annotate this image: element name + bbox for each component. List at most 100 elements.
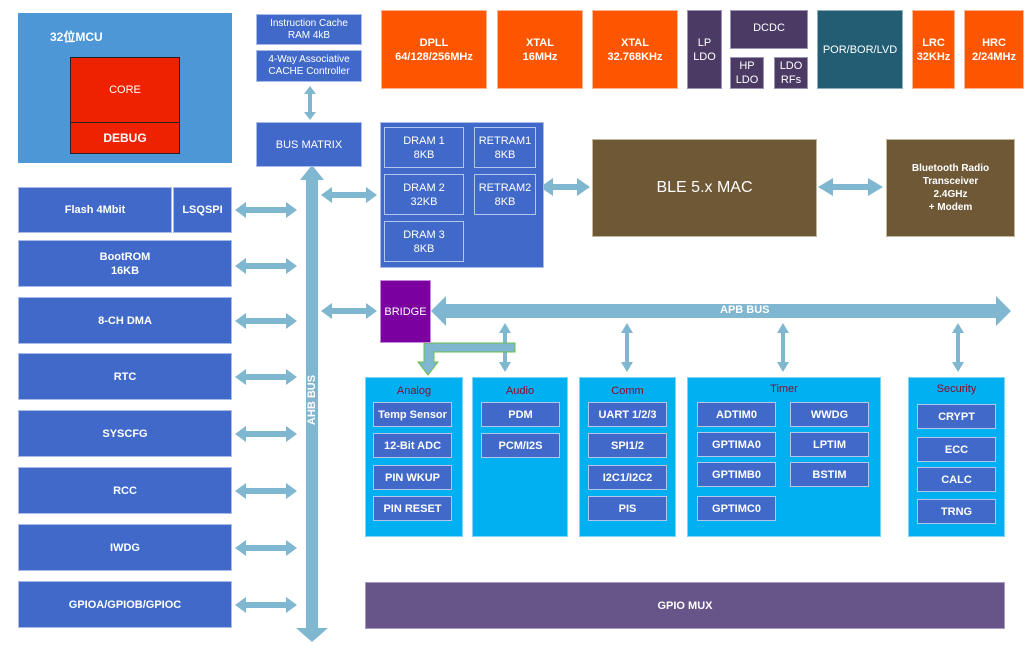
- ahb-bus-arrow: [296, 165, 328, 642]
- hrc-label: HRC 2/24MHz: [971, 36, 1017, 63]
- dcdc-block: DCDC: [730, 10, 808, 49]
- audio-title: Audio: [505, 385, 535, 397]
- xtal-16mhz-block: XTAL 16MHz: [497, 10, 583, 89]
- retram1-block: RETRAM1 8KB: [474, 127, 536, 168]
- rtc-block: RTC: [18, 353, 232, 400]
- ahb-bus-label: AHB BUS: [306, 374, 318, 426]
- rcc-ahb-arrow: [235, 483, 297, 499]
- syscfg-block: SYSCFG: [18, 410, 232, 457]
- timer-item: GPTIMA0: [697, 432, 776, 457]
- timer-item: GPTIMB0: [697, 462, 776, 487]
- dpll-block: DPLL 64/128/256MHz: [381, 10, 487, 89]
- lp-ldo-block: LP LDO: [687, 10, 722, 89]
- security-item: ECC: [917, 437, 996, 462]
- analog-item: PIN RESET: [373, 496, 452, 521]
- dram2-block: DRAM 2 32KB: [384, 174, 464, 215]
- rtc-label: RTC: [113, 370, 137, 383]
- xtal-32khz-block: XTAL 32.768KHz: [592, 10, 678, 89]
- ahb-bridge-arrow: [321, 303, 377, 319]
- comm-title: Comm: [611, 385, 644, 397]
- comm-item: PIS: [588, 496, 667, 521]
- apb-security-arrow: [952, 323, 964, 372]
- instruction-cache-block: Instruction Cache RAM 4kB: [256, 14, 362, 45]
- bootrom-ahb-arrow: [235, 258, 297, 274]
- memory-ble-arrow: [540, 178, 590, 196]
- instruction-cache-label: Instruction Cache RAM 4kB: [270, 17, 348, 41]
- bluetooth-radio-label: Bluetooth Radio Transceiver 2.4GHz + Mod…: [911, 163, 990, 213]
- security-item: CALC: [917, 467, 996, 492]
- gpio-label: GPIOA/GPIOB/GPIOC: [68, 598, 182, 611]
- dram3-block: DRAM 3 8KB: [384, 221, 464, 262]
- apb-comm-arrow: [621, 323, 633, 372]
- lsqspi-block: LSQSPI: [173, 187, 232, 233]
- audio-item: PDM: [481, 402, 560, 427]
- bus-matrix-block: BUS MATRIX: [256, 122, 362, 167]
- analog-item: Temp Sensor: [373, 402, 452, 427]
- bridge-analog-arrow: [416, 342, 516, 376]
- debug-label: DEBUG: [103, 131, 147, 145]
- ldo-rfs-block: LDO RFs: [774, 57, 808, 89]
- timer-item: ADTIM0: [697, 402, 776, 427]
- bootrom-block: BootROM 16KB: [18, 240, 232, 287]
- gpio-mux-block: GPIO MUX: [365, 582, 1005, 629]
- syscfg-ahb-arrow: [235, 426, 297, 442]
- security-item: TRNG: [917, 499, 996, 524]
- apb-bus-arrow: [431, 296, 1011, 326]
- rtc-ahb-arrow: [235, 369, 297, 385]
- ldo-rfs-label: LDO RFs: [779, 60, 803, 86]
- lrc-label: LRC 32KHz: [916, 36, 951, 63]
- timer-item: WWDG: [790, 402, 869, 427]
- por-bor-lvd-label: POR/BOR/LVD: [822, 43, 898, 56]
- dma-block: 8-CH DMA: [18, 297, 232, 344]
- dram2-label: DRAM 2 32KB: [403, 181, 445, 208]
- dram3-label: DRAM 3 8KB: [403, 228, 445, 255]
- gpio-ahb-arrow: [235, 597, 297, 613]
- iwdg-label: IWDG: [110, 541, 140, 554]
- ble-mac-block: BLE 5.x MAC: [592, 139, 817, 237]
- retram2-block: RETRAM2 8KB: [474, 174, 536, 215]
- syscfg-label: SYSCFG: [102, 427, 148, 440]
- comm-item: I2C1/I2C2: [588, 465, 667, 490]
- iwdg-ahb-arrow: [235, 540, 297, 556]
- xtal-32khz-label: XTAL 32.768KHz: [607, 36, 663, 63]
- comm-item: UART 1/2/3: [588, 402, 667, 427]
- analog-item: 12-Bit ADC: [373, 433, 452, 458]
- apb-timer-arrow: [777, 323, 789, 372]
- dpll-label: DPLL 64/128/256MHz: [395, 36, 473, 63]
- analog-title: Analog: [396, 385, 432, 397]
- core-block: CORE: [70, 57, 180, 123]
- por-bor-lvd-block: POR/BOR/LVD: [817, 10, 903, 89]
- dma-label: 8-CH DMA: [98, 314, 152, 327]
- dcdc-label: DCDC: [753, 22, 785, 34]
- retram1-label: RETRAM1 8KB: [478, 134, 532, 161]
- bridge-block: BRIDGE: [380, 280, 431, 343]
- security-item: CRYPT: [917, 404, 996, 429]
- rcc-block: RCC: [18, 467, 232, 514]
- flash-label: Flash 4Mbit: [64, 204, 126, 216]
- analog-item: PIN WKUP: [373, 465, 452, 490]
- hp-ldo-label: HP LDO: [735, 60, 759, 86]
- cache-controller-label: 4-Way Associative CACHE Controller: [268, 54, 350, 77]
- timer-item: LPTIM: [790, 432, 869, 457]
- bluetooth-radio-block: Bluetooth Radio Transceiver 2.4GHz + Mod…: [886, 139, 1015, 237]
- cache-controller-block: 4-Way Associative CACHE Controller: [256, 50, 362, 82]
- mcu-title: 32位MCU: [50, 30, 103, 44]
- apb-bus-label: APB BUS: [720, 304, 770, 316]
- comm-item: SPI1/2: [588, 433, 667, 458]
- gpio-block: GPIOA/GPIOB/GPIOC: [18, 581, 232, 628]
- gpio-mux-label: GPIO MUX: [657, 599, 713, 612]
- lrc-block: LRC 32KHz: [912, 10, 955, 89]
- lp-ldo-label: LP LDO: [693, 36, 716, 63]
- debug-block: DEBUG: [70, 122, 180, 154]
- bridge-label: BRIDGE: [384, 305, 427, 318]
- hp-ldo-block: HP LDO: [730, 57, 764, 89]
- lsqspi-label: LSQSPI: [182, 204, 223, 216]
- rcc-label: RCC: [113, 484, 137, 497]
- timer-item: GPTIMC0: [697, 496, 776, 521]
- flash-block: Flash 4Mbit: [18, 187, 172, 233]
- core-label: CORE: [109, 84, 141, 96]
- ahb-memory-arrow: [321, 187, 377, 203]
- retram2-label: RETRAM2 8KB: [478, 181, 532, 208]
- dma-ahb-arrow: [235, 313, 297, 329]
